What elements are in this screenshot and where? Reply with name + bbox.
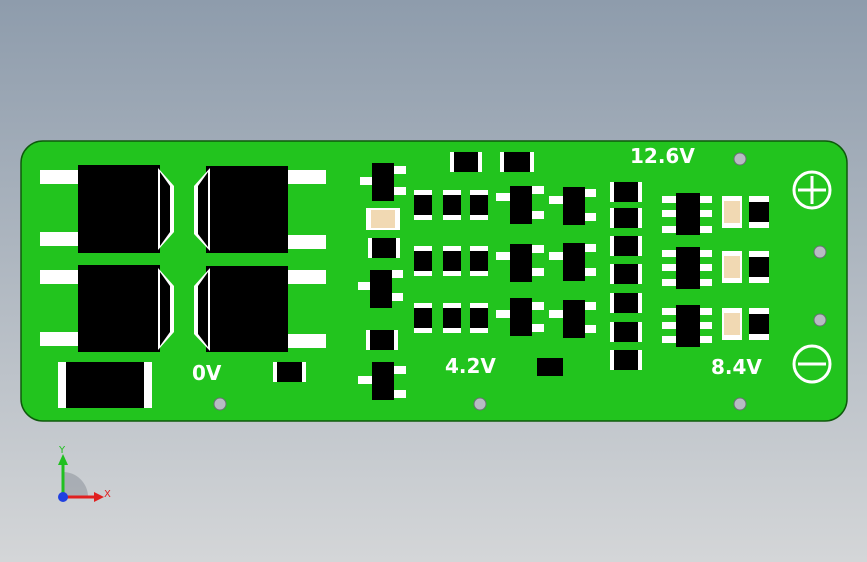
resistor-r-right-2[interactable]: [749, 251, 769, 283]
axis-x-label: X: [104, 489, 111, 500]
resistor-column[interactable]: [610, 182, 642, 370]
capacitor-c3[interactable]: [722, 251, 742, 283]
mosfet-q3[interactable]: [194, 166, 326, 253]
resistor-large[interactable]: [58, 362, 152, 408]
transistor-mid-a3[interactable]: [496, 298, 544, 336]
axis-y-arrow: [58, 454, 68, 465]
resistor-r-right-3[interactable]: [749, 308, 769, 340]
transistor-left-2[interactable]: [358, 270, 403, 308]
resistor-r-0v[interactable]: [273, 362, 306, 382]
resistor-left-2[interactable]: [368, 238, 400, 258]
capacitor-c4[interactable]: [722, 308, 742, 340]
plus-icon: [792, 170, 832, 210]
label-12v6: 12.6V: [630, 144, 695, 168]
axis-y-label: Y: [58, 445, 66, 456]
pcb-board[interactable]: 12.6V 0V 4.2V 8.4V: [20, 140, 848, 422]
transistor-mid-b1[interactable]: [549, 187, 596, 225]
ic-u1[interactable]: [662, 193, 712, 235]
transistor-left-3[interactable]: [358, 362, 406, 400]
resistor-left-3[interactable]: [366, 330, 398, 350]
capacitor-c2[interactable]: [722, 196, 742, 228]
mounting-holes: [213, 152, 827, 411]
transistor-mid-a1[interactable]: [496, 186, 544, 224]
ic-u2[interactable]: [662, 247, 712, 289]
transistor-mid-b3[interactable]: [549, 300, 596, 338]
transistor-left-1[interactable]: [360, 163, 406, 201]
label-4v2: 4.2V: [445, 354, 496, 378]
minus-icon: [792, 344, 832, 384]
resistor-grid[interactable]: [414, 190, 488, 333]
label-0v: 0V: [192, 361, 222, 385]
transistor-mid-b2[interactable]: [549, 243, 596, 281]
label-8v4: 8.4V: [711, 355, 762, 379]
resistor-top-2[interactable]: [500, 152, 534, 172]
coordinate-triad: Y X: [58, 445, 111, 502]
chip-u-small[interactable]: [537, 358, 563, 376]
axis-x-arrow: [94, 492, 104, 502]
axis-z-origin: [58, 492, 68, 502]
mosfet-q1[interactable]: [40, 165, 174, 253]
resistor-top-1[interactable]: [450, 152, 482, 172]
transistor-mid-a2[interactable]: [496, 244, 544, 282]
mosfet-q4[interactable]: [194, 266, 326, 352]
capacitor-c1[interactable]: [366, 208, 400, 230]
triad-arc: [63, 472, 88, 497]
ic-u3[interactable]: [662, 305, 712, 347]
resistor-r-right-1[interactable]: [749, 196, 769, 228]
mosfet-q2[interactable]: [40, 265, 174, 352]
